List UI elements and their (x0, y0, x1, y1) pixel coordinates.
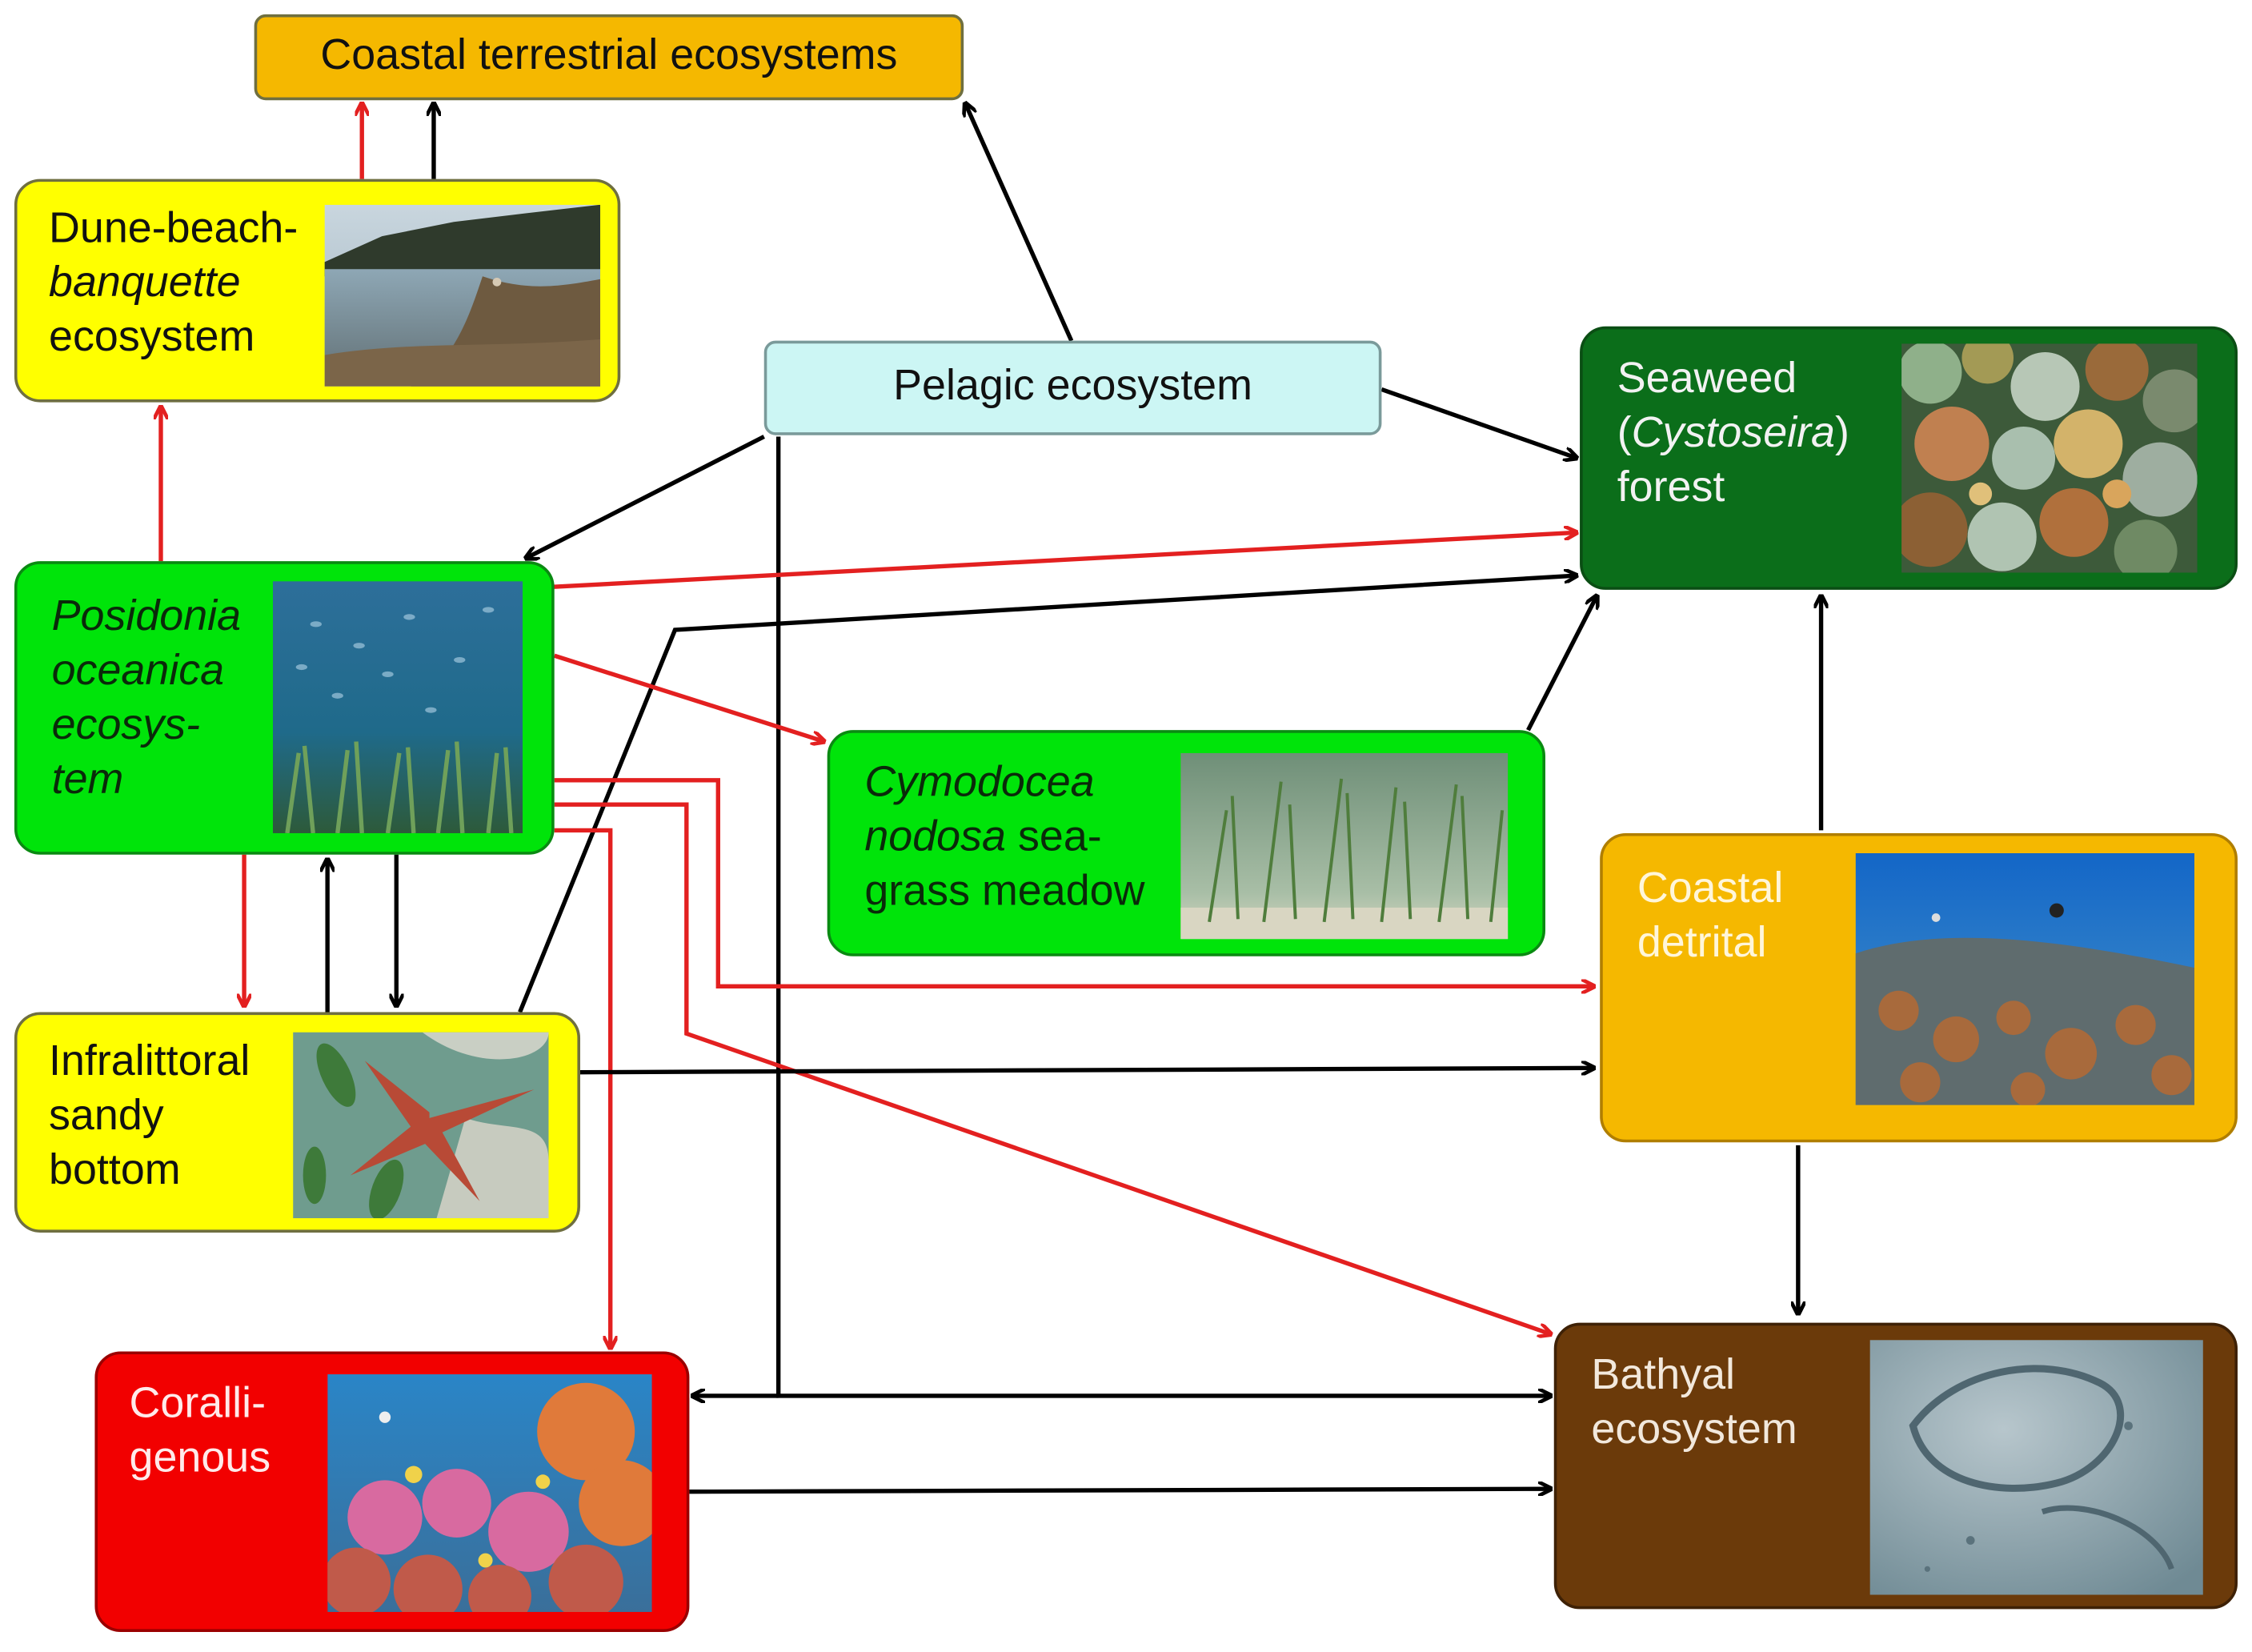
dune-line-1: Dune-beach- (49, 204, 299, 252)
cymodocea-line-2: nodosa sea- (864, 810, 1144, 864)
edge-posidonia-to-coralligenous (554, 828, 611, 1348)
posidonia-line-4: tem (51, 756, 124, 804)
node-pelagic-label: Pelagic ecosystem (893, 362, 1252, 410)
node-bathyal: Bathyal ecosystem (1553, 1322, 2238, 1610)
edge-posidonia-to-detrital (554, 778, 1594, 987)
node-dune-beach-label: Dune-beach- banquette ecosystem (49, 202, 298, 365)
beach-photo (324, 204, 601, 387)
node-cymodocea-label: Cymodocea nodosa sea- grass meadow (864, 756, 1144, 919)
edge-coralligenous-to-bathyal (689, 1489, 1551, 1492)
seaweed-forest-photo (1901, 343, 2198, 573)
node-pelagic: Pelagic ecosystem (763, 340, 1382, 435)
posidonia-meadow-photo (272, 581, 523, 833)
edge-pelagic-to-terrestrial (965, 103, 1074, 342)
infralittoral-line-1: Infralittoral (49, 1037, 250, 1085)
node-coastal-detrital: Coastal detrital (1600, 832, 2238, 1143)
infralittoral-line-3: bottom (49, 1146, 181, 1194)
node-posidonia-label: Posidonia oceanica ecosys- tem (52, 590, 241, 808)
seaweed-paren-open: ( (1617, 409, 1632, 457)
edge-posidonia-to-seaweed (551, 532, 1577, 590)
edge-posidonia-to-bathyal (554, 802, 1551, 1334)
bathyal-line-2: ecosystem (1591, 1405, 1797, 1454)
detrital-line-1: Coastal (1637, 864, 1784, 912)
node-bathyal-label: Bathyal ecosystem (1591, 1349, 1797, 1458)
edge-infralittoral-to-detrital (580, 1068, 1594, 1072)
detrital-seabed-photo (1855, 853, 2195, 1105)
seaweed-line-1: Seaweed (1617, 355, 1797, 403)
node-coralligenous-label: Coralli- genous (130, 1377, 271, 1486)
node-posidonia: Posidonia oceanica ecosys- tem (14, 561, 555, 855)
seaweed-line-3: forest (1617, 463, 1725, 511)
node-seaweed-label: Seaweed (Cystoseira) forest (1617, 352, 1849, 515)
node-infralittoral-label: Infralittoral sandy bottom (49, 1035, 250, 1198)
node-coastal-terrestrial-label: Coastal terrestrial ecosystems (320, 31, 898, 79)
edge-posidonia-to-cymodocea (553, 653, 824, 741)
cymodocea-species: nodosa (864, 812, 1007, 860)
posidonia-line-1: Posidonia (51, 592, 242, 640)
seaweed-line-2: (Cystoseira) (1617, 407, 1849, 461)
seaweed-genus: Cystoseira (1631, 409, 1835, 457)
detrital-line-2: detrital (1637, 919, 1767, 967)
infralittoral-line-2: sandy (49, 1092, 164, 1140)
cymodocea-line-3: grass meadow (864, 867, 1145, 915)
seagrass-photo (1180, 752, 1509, 940)
edge-pelagic-to-posidonia (526, 435, 765, 559)
node-cymodocea: Cymodocea nodosa sea- grass meadow (827, 730, 1545, 956)
node-detrital-label: Coastal detrital (1637, 862, 1784, 971)
node-dune-beach: Dune-beach- banquette ecosystem (14, 178, 621, 403)
node-coralligenous: Coralli- genous (94, 1351, 690, 1633)
edge-pelagic-to-seaweed (1380, 387, 1577, 458)
cymodocea-line-1: Cymodocea (864, 758, 1095, 806)
bathyal-line-1: Bathyal (1591, 1351, 1736, 1399)
dune-line-3: ecosystem (49, 313, 255, 361)
cymodocea-line-2-rest: sea- (1006, 812, 1102, 860)
node-seaweed-forest: Seaweed (Cystoseira) forest (1580, 326, 2238, 590)
posidonia-line-3: ecosys- (51, 701, 201, 749)
coralligenous-line-2: genous (129, 1434, 271, 1482)
posidonia-line-2: oceanica (51, 647, 225, 695)
coral-reef-photo (327, 1374, 652, 1612)
dune-line-2: banquette (49, 259, 241, 307)
starfish-photo (293, 1032, 549, 1219)
edge-infralittoral-to-seaweed (518, 575, 1577, 1013)
node-infralittoral: Infralittoral sandy bottom (14, 1012, 581, 1233)
deep-seabed-photo (1869, 1340, 2203, 1595)
node-coastal-terrestrial: Coastal terrestrial ecosystems (254, 14, 964, 101)
coralligenous-line-1: Coralli- (129, 1380, 266, 1428)
seaweed-paren-close: ) (1834, 409, 1849, 457)
edge-cymodocea-to-seaweed (1526, 595, 1597, 732)
